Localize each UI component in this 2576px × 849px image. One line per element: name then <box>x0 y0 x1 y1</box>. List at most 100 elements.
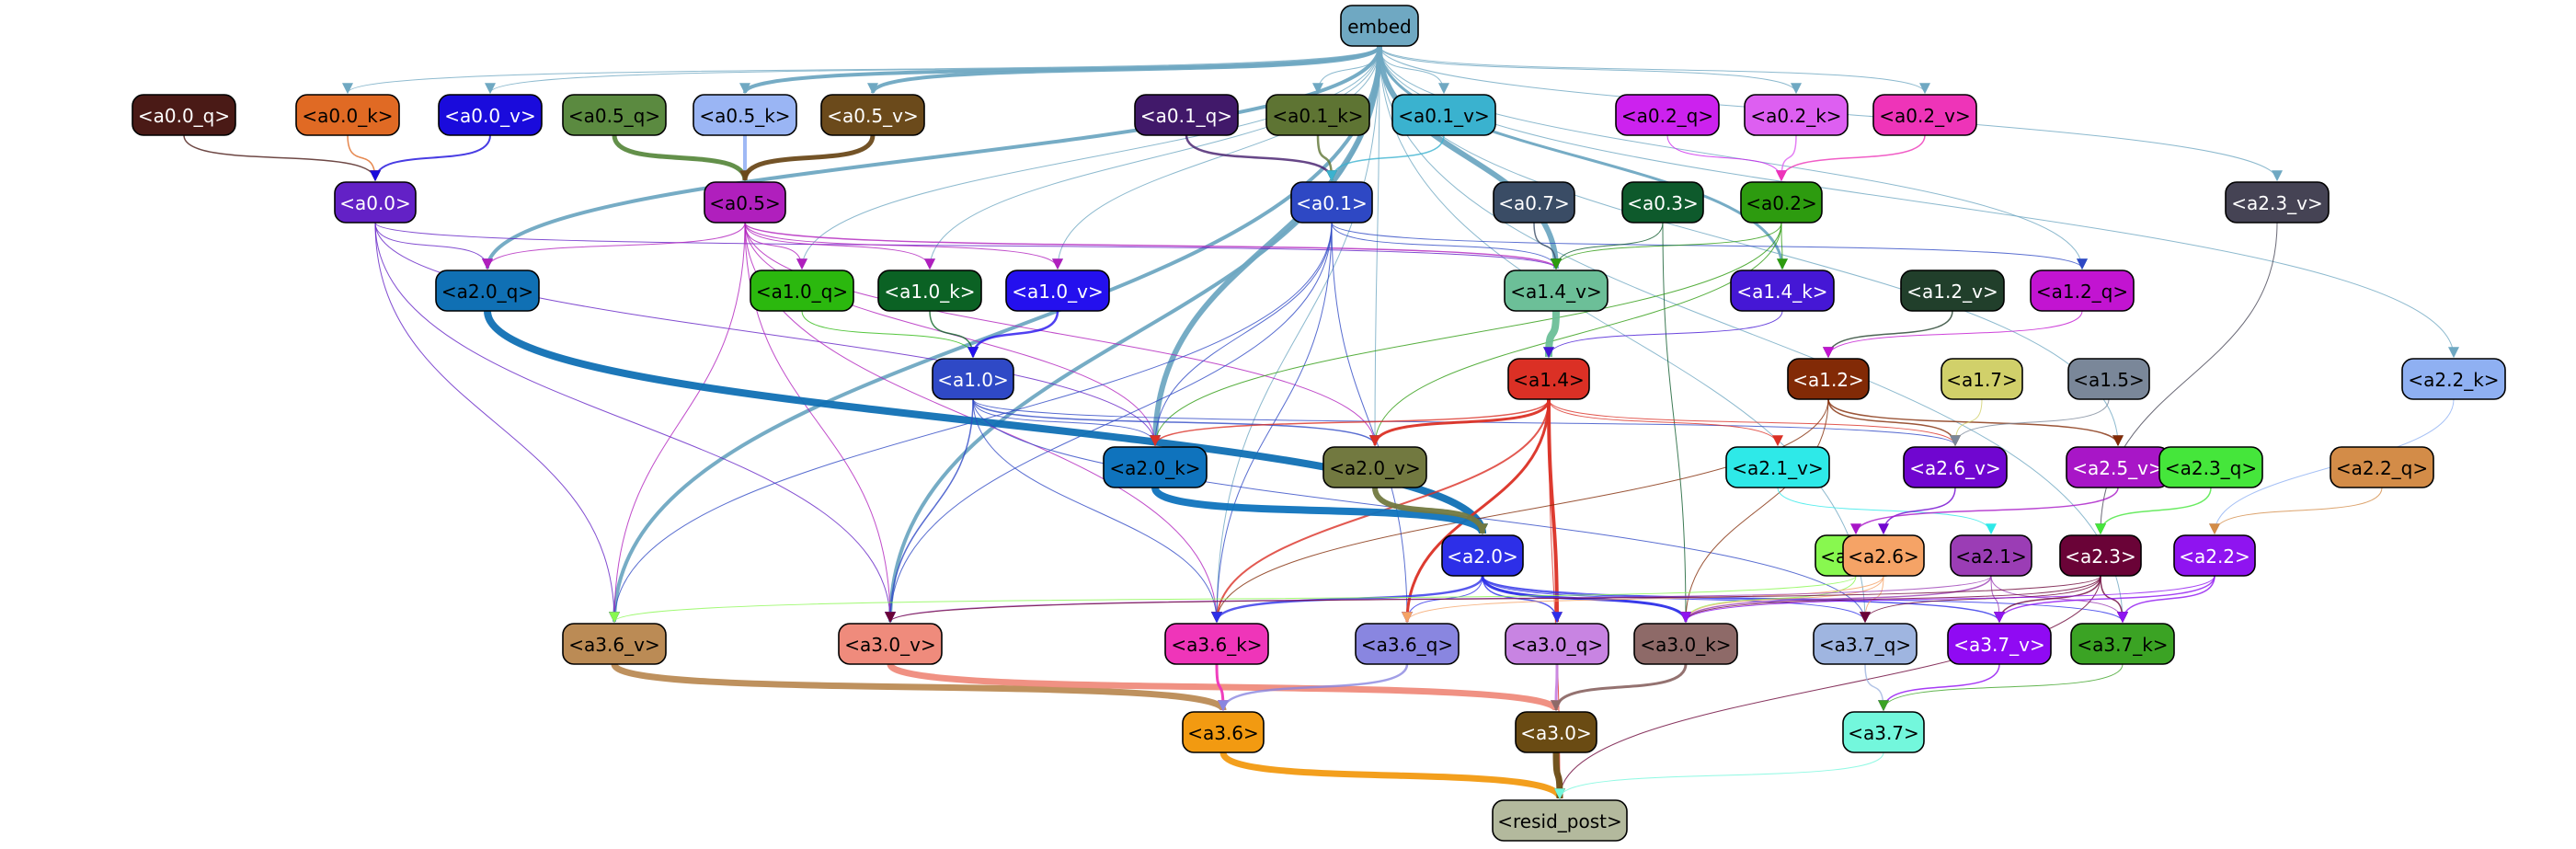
node-label: <a3.7> <box>1848 722 1919 744</box>
node-resid-post[interactable]: <resid_post> <box>1492 799 1628 842</box>
node-a3-6-k[interactable]: <a3.6_k> <box>1164 623 1269 665</box>
node-a1-0-q[interactable]: <a1.0_q> <box>750 270 854 312</box>
node-box <box>820 94 925 136</box>
node-a0-2-k[interactable]: <a0.2_k> <box>1744 94 1849 136</box>
node-a1-0-k[interactable]: <a1.0_k> <box>877 270 982 312</box>
node-box <box>750 270 854 312</box>
node-a3-7-k[interactable]: <a3.7_k> <box>2070 623 2175 665</box>
node-a0-3[interactable]: <a0.3> <box>1621 181 1704 224</box>
node-box <box>1391 94 1496 136</box>
node-a2-0-v[interactable]: <a2.0_v> <box>1322 446 1427 488</box>
node-a1-0-v[interactable]: <a1.0_v> <box>1005 270 1110 312</box>
node-box <box>2158 446 2263 488</box>
node-a0-1-v[interactable]: <a0.1_v> <box>1391 94 1496 136</box>
node-a2-0-k[interactable]: <a2.0_k> <box>1103 446 1208 488</box>
node-a2-3-v[interactable]: <a2.3_v> <box>2225 181 2330 224</box>
node-a2-0-q[interactable]: <a2.0_q> <box>435 270 540 312</box>
node-label: embed <box>1347 16 1411 38</box>
node-box <box>1621 181 1704 224</box>
node-a3-0-v[interactable]: <a3.0_v> <box>838 623 943 665</box>
node-a0-2-q[interactable]: <a0.2_q> <box>1615 94 1720 136</box>
node-a2-3[interactable]: <a2.3> <box>2059 534 2142 577</box>
node-embed[interactable]: embed <box>1340 5 1419 47</box>
node-a3-0-k[interactable]: <a3.0_k> <box>1633 623 1738 665</box>
node-a0-5[interactable]: <a0.5> <box>704 181 786 224</box>
node-a1-0[interactable]: <a1.0> <box>932 358 1014 400</box>
node-label: <a0.2> <box>1746 192 1817 214</box>
node-a2-1-v[interactable]: <a2.1_v> <box>1725 446 1830 488</box>
node-a0-1[interactable]: <a0.1> <box>1290 181 1373 224</box>
node-label: <a3.6_v> <box>568 634 659 656</box>
node-a2-6[interactable]: <a2.6> <box>1842 534 1925 577</box>
edge-embed-to-a1_2_q <box>1379 45 2088 270</box>
node-a0-2-v[interactable]: <a0.2_v> <box>1872 94 1977 136</box>
node-box <box>1164 623 1269 665</box>
node-a3-0[interactable]: <a3.0> <box>1515 711 1597 753</box>
node-a1-4[interactable]: <a1.4> <box>1507 358 1590 400</box>
node-a3-7[interactable]: <a3.7> <box>1842 711 1925 753</box>
node-a0-7[interactable]: <a0.7> <box>1493 181 1575 224</box>
edge-a2_1-to-a3_0_k <box>1680 575 1992 624</box>
node-a1-2-v[interactable]: <a1.2_v> <box>1900 270 2005 312</box>
node-a3-7-q[interactable]: <a3.7_q> <box>1813 623 1918 665</box>
edge-a0_0-to-a1_4_v <box>374 222 1562 270</box>
node-a0-5-v[interactable]: <a0.5_v> <box>820 94 925 136</box>
node-a3-0-q[interactable]: <a3.0_q> <box>1505 623 1609 665</box>
node-a2-1[interactable]: <a2.1> <box>1950 534 2032 577</box>
node-box <box>2030 270 2135 312</box>
node-box <box>1134 94 1239 136</box>
node-label: <a0.3> <box>1627 192 1699 214</box>
edge-a0_2_q-to-a0_2 <box>1666 134 1787 182</box>
node-label: <a1.4_v> <box>1510 281 1601 303</box>
node-a2-0[interactable]: <a2.0> <box>1441 534 1524 577</box>
node-a2-5-v[interactable]: <a2.5_v> <box>2066 446 2170 488</box>
node-a2-2[interactable]: <a2.2> <box>2173 534 2256 577</box>
node-a0-0-v[interactable]: <a0.0_v> <box>438 94 543 136</box>
node-a3-6-v[interactable]: <a3.6_v> <box>562 623 667 665</box>
node-a1-4-k[interactable]: <a1.4_k> <box>1730 270 1835 312</box>
edge-a3_6_v-to-a3_6 <box>611 662 1229 712</box>
node-a0-1-k[interactable]: <a0.1_k> <box>1265 94 1370 136</box>
node-label: <a3.0> <box>1520 722 1592 744</box>
node-label: <a3.0_q> <box>1511 634 1603 656</box>
node-box <box>1744 94 1849 136</box>
node-a1-2[interactable]: <a1.2> <box>1787 358 1870 400</box>
node-a2-3-q[interactable]: <a2.3_q> <box>2158 446 2263 488</box>
node-a3-6-q[interactable]: <a3.6_q> <box>1355 623 1460 665</box>
edge-a0_5-to-a1_0_q <box>744 222 807 270</box>
node-a1-2-q[interactable]: <a1.2_q> <box>2030 270 2135 312</box>
node-a3-7-v[interactable]: <a3.7_v> <box>1947 623 2052 665</box>
edge-embed-to-a0_0_v <box>485 45 1380 95</box>
node-a0-1-q[interactable]: <a0.1_q> <box>1134 94 1239 136</box>
edge-embed-to-a2_0_q <box>482 45 1381 270</box>
node-label: <a0.1> <box>1296 192 1368 214</box>
edge-a0_5_v-to-a0_5 <box>739 134 876 182</box>
node-a0-5-k[interactable]: <a0.5_k> <box>693 94 797 136</box>
node-a0-2[interactable]: <a0.2> <box>1740 181 1823 224</box>
node-a0-0[interactable]: <a0.0> <box>334 181 417 224</box>
node-box <box>2070 623 2175 665</box>
edge-a0_2-to-a1_4_v <box>1551 222 1782 270</box>
edge-a0_0_q-to-a0_0 <box>183 134 381 182</box>
node-label: <a3.6_q> <box>1361 634 1453 656</box>
node-box <box>438 94 543 136</box>
node-label: <a3.6_k> <box>1171 634 1262 656</box>
node-box <box>1441 534 1524 577</box>
node-box <box>1504 270 1609 312</box>
edge-a0_1-to-a3_0_v <box>885 222 1333 624</box>
node-a0-0-k[interactable]: <a0.0_k> <box>295 94 400 136</box>
edge-a0_5-to-a3_6_v <box>609 222 746 624</box>
node-a1-7[interactable]: <a1.7> <box>1941 358 2023 400</box>
node-a1-5[interactable]: <a1.5> <box>2067 358 2150 400</box>
node-a3-6[interactable]: <a3.6> <box>1182 711 1265 753</box>
node-a0-0-q[interactable]: <a0.0_q> <box>132 94 236 136</box>
node-a2-2-q[interactable]: <a2.2_q> <box>2330 446 2434 488</box>
node-label: <a2.2> <box>2179 545 2250 568</box>
edge-a0_0-to-a3_6_v <box>374 222 620 624</box>
node-a2-2-k[interactable]: <a2.2_k> <box>2401 358 2506 400</box>
node-box <box>2225 181 2330 224</box>
edge-a1_4-to-a2_6_v <box>1548 398 1961 447</box>
node-a2-6-v[interactable]: <a2.6_v> <box>1903 446 2008 488</box>
node-a1-4-v[interactable]: <a1.4_v> <box>1504 270 1609 312</box>
node-a0-5-q[interactable]: <a0.5_q> <box>562 94 667 136</box>
